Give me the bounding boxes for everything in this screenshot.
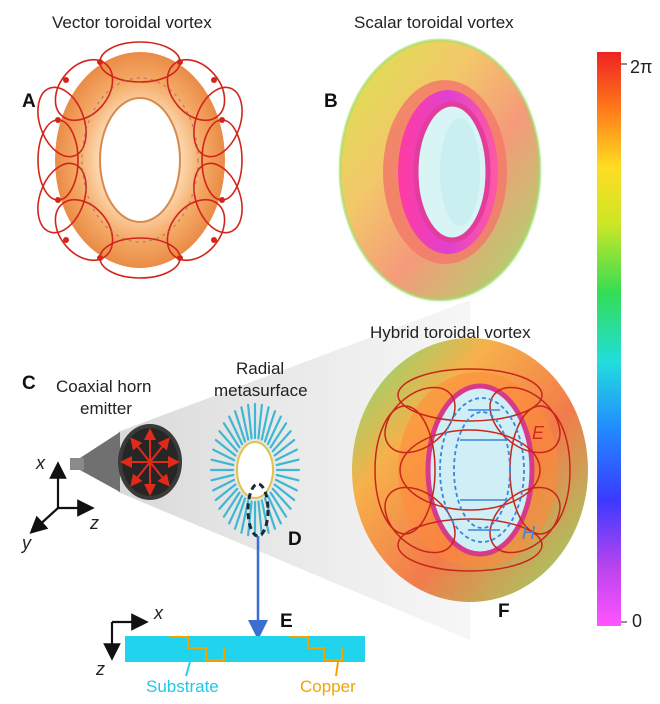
- metasurface-spoke: [271, 430, 292, 453]
- metasurface-spoke: [210, 473, 235, 482]
- title-vector-toroidal: Vector toroidal vortex: [52, 13, 212, 32]
- axis-z-label: z: [90, 513, 99, 533]
- metasurface-spoke: [233, 497, 247, 530]
- metasurface-spoke: [273, 483, 296, 502]
- metasurface-spoke: [266, 415, 282, 446]
- panel-label-d: D: [288, 529, 302, 550]
- e-field-label: E: [532, 423, 545, 443]
- inset-axis-x-label: x: [154, 603, 163, 623]
- coordinate-axes: [29, 461, 95, 534]
- panel-label-e: E: [280, 611, 293, 632]
- substrate-cross-section: [103, 613, 365, 677]
- metasurface-spoke: [260, 406, 270, 441]
- metasurface-spoke: [275, 473, 300, 482]
- hybrid-toroid-diagram: [352, 338, 588, 602]
- metasurface-spoke: [228, 415, 244, 446]
- horn-emitter: [70, 424, 182, 500]
- metasurface-spoke: [274, 448, 298, 462]
- metasurface-spoke: [271, 487, 292, 510]
- phase-colorbar: [597, 52, 627, 626]
- metasurface-label-line1: Radial: [236, 359, 285, 378]
- metasurface-spoke: [214, 483, 237, 502]
- metasurface-spoke: [233, 410, 247, 443]
- metasurface-spoke: [222, 491, 241, 518]
- axis-x-label: x: [36, 453, 45, 473]
- metasurface-spoke: [212, 478, 236, 492]
- inset-axis-z-label: z: [96, 659, 105, 679]
- scalar-toroid-diagram: [338, 38, 542, 302]
- panel-label-b: B: [324, 91, 338, 112]
- vector-toroid-diagram: [37, 41, 243, 279]
- title-hybrid-toroidal: Hybrid toroidal vortex: [370, 323, 531, 342]
- metasurface-spoke: [240, 406, 250, 441]
- metasurface-spoke: [247, 403, 253, 440]
- colorbar-min-label: 0: [632, 611, 643, 631]
- metasurface-spoke: [275, 458, 300, 467]
- metasurface-spoke: [222, 422, 241, 449]
- metasurface-spoke: [263, 410, 277, 443]
- radial-metasurface: [209, 402, 301, 538]
- metasurface-spoke: [266, 494, 282, 525]
- metasurface-spoke: [257, 500, 263, 537]
- metasurface-spoke: [218, 430, 239, 453]
- axis-y-label: y: [22, 533, 31, 553]
- copper-label: Copper: [300, 677, 356, 696]
- metasurface-spoke: [273, 438, 296, 457]
- horn-label-line2: emitter: [80, 399, 132, 418]
- title-scalar-toroidal: Scalar toroidal vortex: [354, 13, 514, 32]
- metasurface-spoke: [218, 487, 239, 510]
- colorbar-max-label: 2π: [630, 57, 653, 77]
- panel-label-f: F: [498, 601, 510, 622]
- metasurface-spoke: [260, 499, 270, 534]
- metasurface-spoke: [214, 438, 237, 457]
- metasurface-spoke: [228, 494, 244, 525]
- metasurface-spoke: [269, 422, 288, 449]
- metasurface-spoke: [210, 458, 235, 467]
- metasurface-spoke: [257, 403, 263, 440]
- metasurface-spoke: [274, 478, 298, 492]
- panel-label-a: A: [22, 91, 36, 112]
- metasurface-spoke: [269, 491, 288, 518]
- substrate-label: Substrate: [146, 677, 219, 696]
- horn-label-line1: Coaxial horn: [56, 377, 152, 396]
- metasurface-spoke: [212, 448, 236, 462]
- h-field-label: H: [522, 523, 535, 543]
- panel-label-c: C: [22, 373, 36, 394]
- metasurface-label-line2: metasurface: [214, 381, 308, 400]
